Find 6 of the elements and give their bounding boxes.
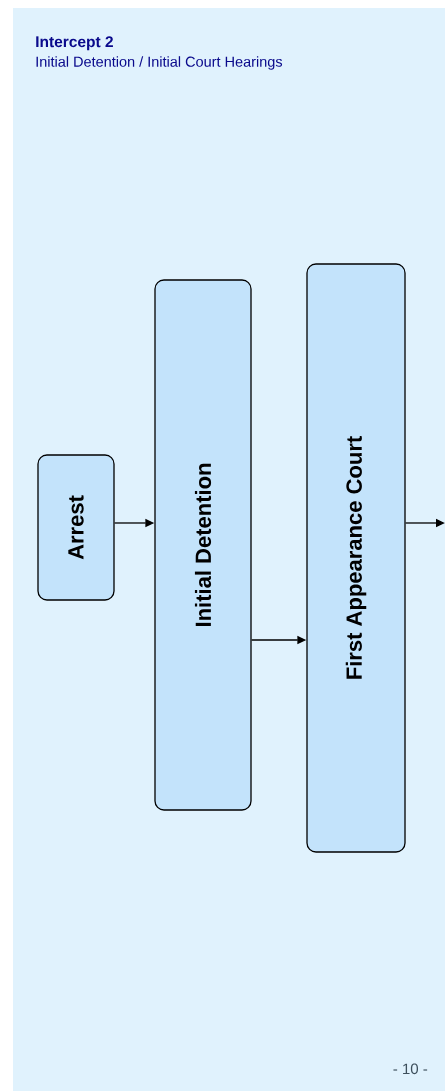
title: Intercept 2 [36,36,113,51]
process-box: Initial Detention [154,279,252,811]
process-box: Arrest [37,454,115,601]
process-box: First Appearance Court [306,263,406,853]
page-number: - 10 - [393,1063,428,1075]
subtitle: Initial Detention / Initial Court Hearings [36,56,283,70]
